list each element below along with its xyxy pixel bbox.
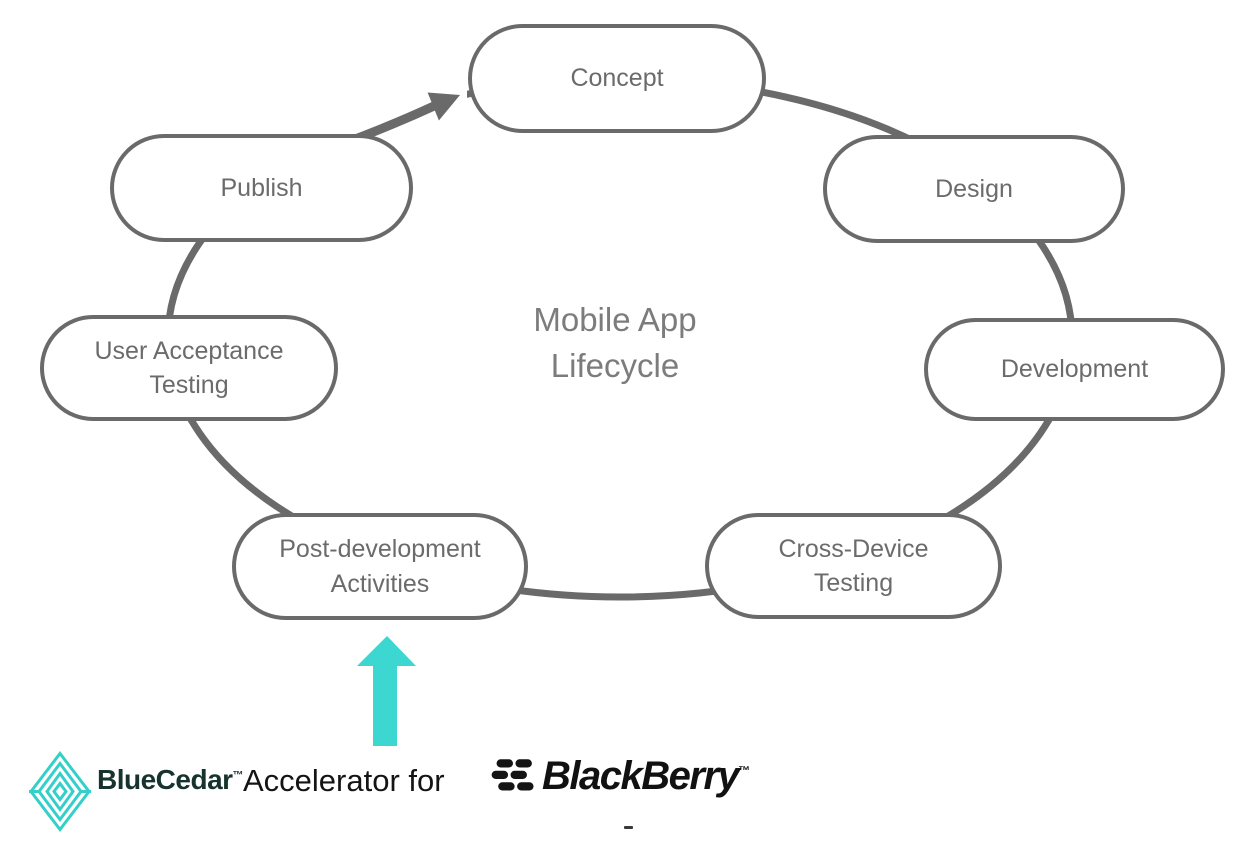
node-development: Development [924, 318, 1225, 421]
node-design: Design [823, 135, 1125, 243]
node-user-acceptance-testing: User Acceptance Testing [40, 315, 338, 421]
node-post-development-activities-label: Post-development Activities [279, 535, 481, 598]
blackberry-trademark: ™ [738, 763, 750, 778]
diagram-title-line1: Mobile App [533, 301, 697, 338]
node-publish-label: Publish [220, 173, 303, 202]
bluecedar-wordmark-text: BlueCedar [97, 764, 233, 795]
node-development-label: Development [1000, 355, 1149, 384]
node-design-label: Design [935, 174, 1013, 203]
node-user-acceptance-testing-label: User Acceptance Testing [94, 336, 284, 400]
node-publish: Publish [110, 134, 413, 242]
diagram-title: Mobile App Lifecycle [455, 297, 775, 388]
node-cross-device-testing-label: Cross-Device Testing [778, 534, 929, 598]
teal-up-arrow-icon [357, 636, 416, 746]
bluecedar-trademark: ™ [232, 769, 244, 782]
node-cross-device-testing: Cross-Device Testing [705, 513, 1002, 619]
diagram-title-line2: Lifecycle [550, 346, 680, 384]
accelerator-for-text: Accelerator for [243, 763, 445, 798]
blackberry-logo-icon [491, 759, 534, 791]
blackberry-wordmark-text: BlackBerry [542, 754, 740, 798]
node-concept: Concept [468, 24, 766, 133]
node-post-development-activities: Post-development Activities [232, 513, 528, 620]
publish-to-concept-arrowhead-icon [427, 92, 460, 121]
bluecedar-wordmark: BlueCedar™ [97, 764, 244, 796]
bluecedar-logo-icon [29, 751, 91, 832]
caption-dash [624, 826, 633, 829]
blackberry-wordmark: BlackBerry™ [542, 754, 750, 799]
node-concept-label: Concept [570, 64, 664, 93]
